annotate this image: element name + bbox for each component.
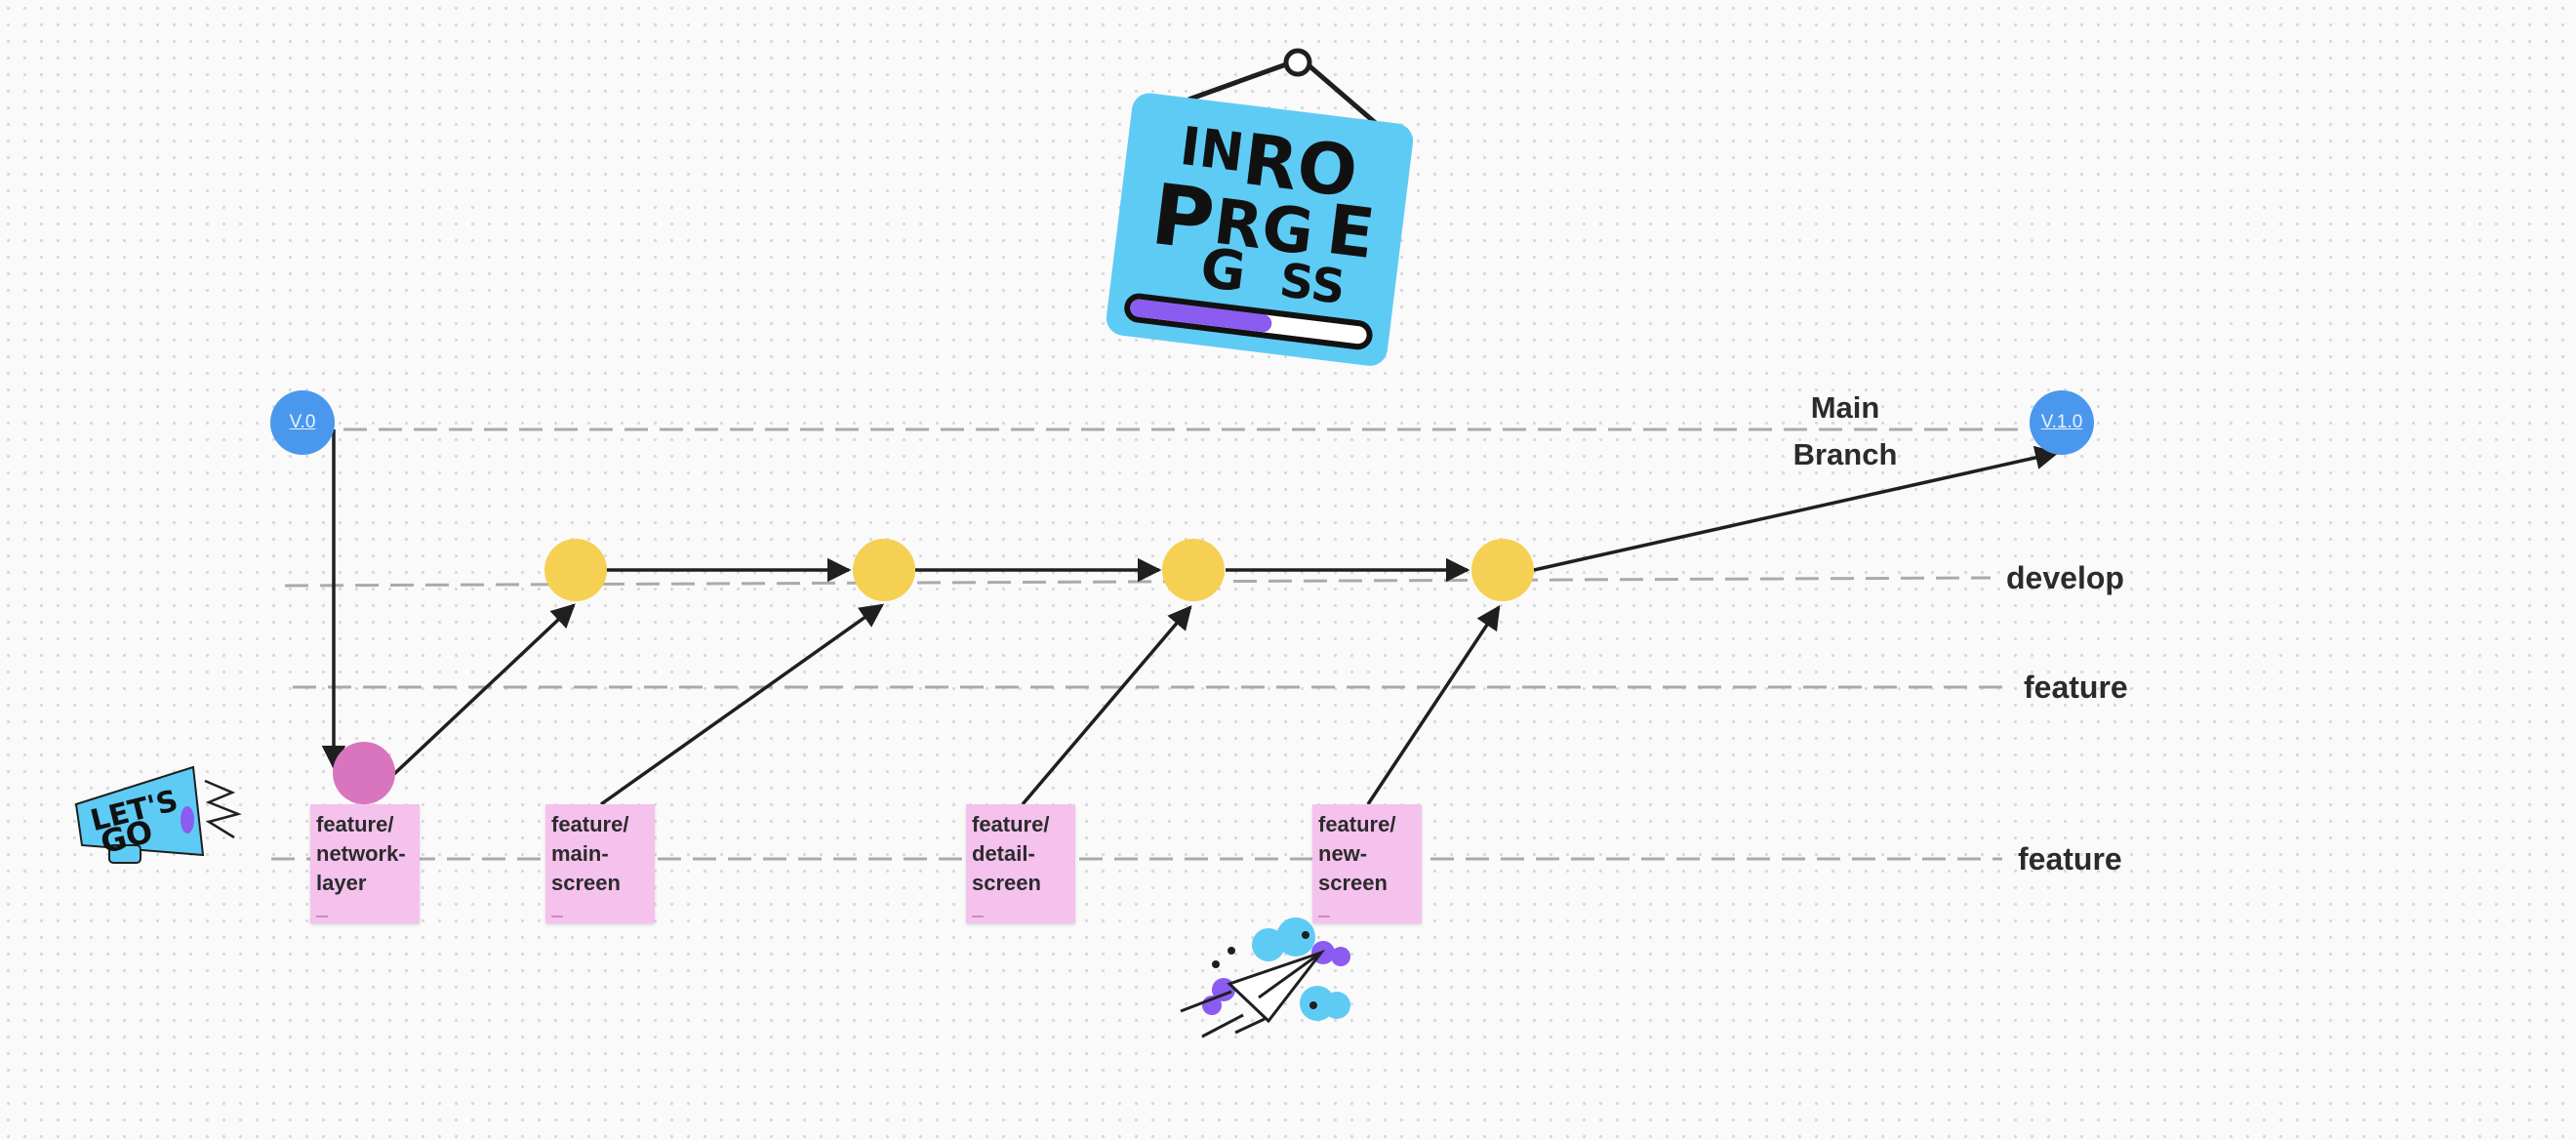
sticky-note-detail-screen[interactable]: feature/ detail- screen [966,804,1075,923]
connector-feature-to-develop-1 [392,603,576,776]
connector-new-screen-to-develop [1366,604,1501,805]
sticky-note-new-screen[interactable]: feature/ new- screen [1312,804,1422,923]
connector-develop-to-v1 [1533,445,2060,572]
sticky-note-text: feature/ new- screen [1318,812,1396,895]
version-node-start[interactable]: V.0 [270,390,335,455]
svg-text:P: P [1147,166,1220,270]
lets-go-megaphone-sticker: LET'S GO [74,765,242,864]
develop-commit-node-2[interactable] [853,539,915,601]
sticky-note-text: feature/ main- screen [551,812,629,895]
develop-commit-node-4[interactable] [1471,539,1534,601]
sticky-note-text: feature/ network- layer [316,812,406,895]
main-branch-label: Main Branch [1792,390,1898,471]
svg-text:G: G [1197,236,1250,305]
sticky-note-author-mark [551,916,563,917]
sticky-note-text: feature/ detail- screen [972,812,1050,895]
sticky-note-author-mark [316,916,328,917]
sticky-note-network-layer[interactable]: feature/ network- layer [310,804,420,923]
develop-commit-node-3[interactable] [1162,539,1225,601]
svg-text:RO: RO [1239,118,1362,214]
svg-text:SS: SS [1276,253,1348,315]
feature-upper-lane-label: feature [2024,670,2128,705]
sticky-note-author-mark [1318,916,1330,917]
version-node-end-label: V.1.0 [2040,412,2083,432]
svg-text:E: E [1323,189,1379,274]
develop-lane-label: develop [2006,560,2124,595]
feature-commit-node[interactable] [333,742,395,804]
version-node-start-label: V.0 [289,412,316,432]
connector-main-screen-to-develop [599,603,884,806]
feature-lower-lane-label: feature [2018,841,2122,876]
paper-plane-sticker [1180,917,1350,1038]
version-node-end[interactable]: V.1.0 [2030,390,2094,455]
in-progress-bar-fill [1130,299,1272,333]
svg-text:RG: RG [1210,186,1317,270]
sticky-note-main-screen[interactable]: feature/ main- screen [545,804,655,923]
svg-text:IN: IN [1177,115,1247,183]
connector-detail-screen-to-develop [1021,605,1192,806]
develop-commit-node-1[interactable] [544,539,607,601]
in-progress-sign-sticker: IN RO P RG E G SS [1106,48,1414,366]
sticky-note-author-mark [972,916,984,917]
develop-lane-line [284,576,1992,588]
